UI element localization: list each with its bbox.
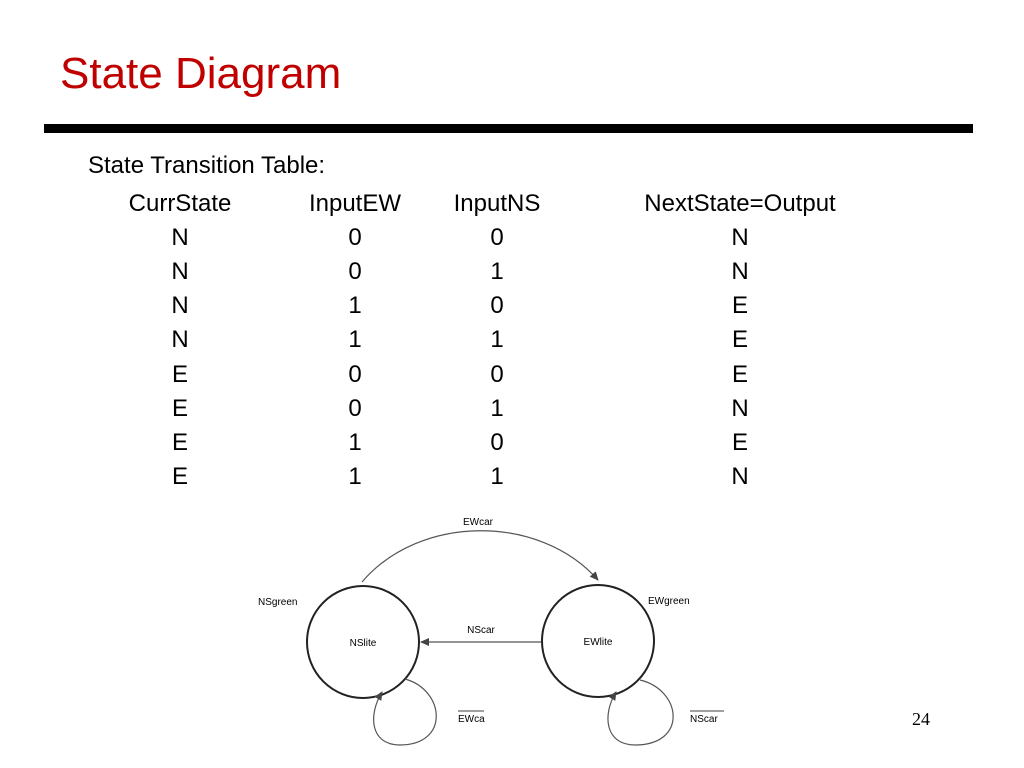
- self-loop-arrow-nslite: [373, 678, 437, 746]
- table-cell: N: [731, 463, 749, 490]
- table-cell: 0: [490, 429, 504, 456]
- table-cell: E: [171, 395, 188, 422]
- table-cell: 0: [348, 395, 362, 422]
- table-cell: 1: [348, 463, 362, 490]
- table-cell: N: [731, 258, 749, 285]
- table-cell: N: [731, 224, 749, 251]
- table-cell: E: [731, 361, 748, 388]
- table-cell: N: [171, 292, 189, 319]
- table-cell: 0: [348, 361, 362, 388]
- table-cell: 0: [348, 258, 362, 285]
- state-circle-ewlite: [541, 584, 655, 698]
- header-inputns: InputNS: [453, 190, 541, 217]
- state-label-nslite: NSlite: [350, 638, 377, 649]
- table-cell: 1: [490, 395, 504, 422]
- table-cell: E: [731, 429, 748, 456]
- transition-label-nscar-loop: NScar: [690, 714, 718, 725]
- table-cell: 1: [348, 326, 362, 353]
- table-cell: 1: [490, 258, 504, 285]
- table-cell: N: [171, 224, 189, 251]
- state-circle-nslite: [306, 585, 420, 699]
- table-caption: State Transition Table:: [88, 152, 326, 179]
- page-number: 24: [912, 709, 930, 729]
- table-cell: 1: [490, 326, 504, 353]
- table-cell: E: [731, 292, 748, 319]
- table-cell: E: [171, 429, 188, 456]
- table-cell: N: [731, 395, 749, 422]
- table-cell: 1: [348, 429, 362, 456]
- table-cell: N: [171, 326, 189, 353]
- title-divider: [44, 124, 973, 133]
- table-cell: N: [171, 258, 189, 285]
- header-currstate: CurrState: [128, 190, 232, 217]
- state-output-nsgreen: NSgreen: [258, 597, 297, 608]
- transition-arrow-ewcar: [361, 530, 599, 583]
- table-cell: 0: [490, 292, 504, 319]
- table-cell: 0: [490, 224, 504, 251]
- table-cell: 1: [490, 463, 504, 490]
- state-output-ewgreen: EWgreen: [648, 596, 690, 607]
- state-label-ewlite: EWlite: [584, 637, 613, 648]
- table-cell: E: [171, 361, 188, 388]
- table-cell: 1: [348, 292, 362, 319]
- table-cell: 0: [348, 224, 362, 251]
- transition-label-ewca: EWca: [458, 714, 485, 725]
- transition-label-nscar: NScar: [467, 625, 495, 636]
- table-cell: 0: [490, 361, 504, 388]
- transition-label-ewcar: EWcar: [463, 517, 494, 528]
- table-cell: E: [171, 463, 188, 490]
- slide-title: State Diagram: [60, 49, 342, 98]
- header-nextstate: NextState=Output: [644, 190, 836, 217]
- self-loop-arrow-ewlite: [607, 679, 674, 746]
- table-cell: E: [731, 326, 748, 353]
- header-inputew: InputEW: [308, 190, 402, 217]
